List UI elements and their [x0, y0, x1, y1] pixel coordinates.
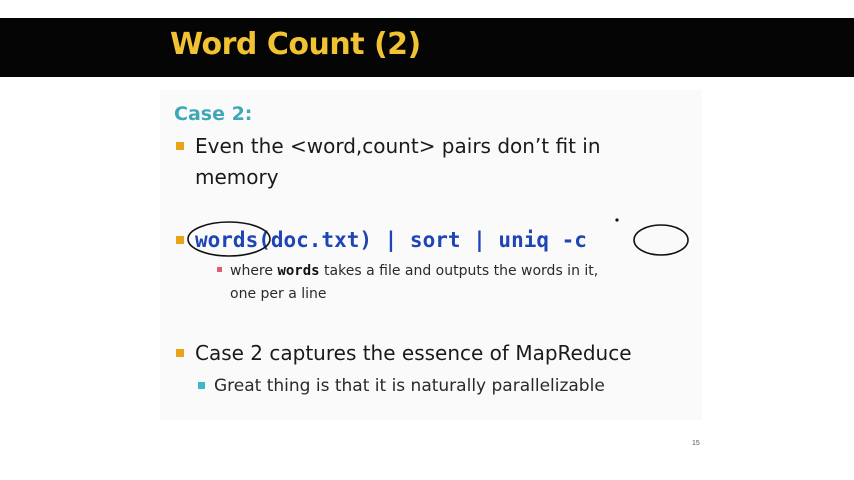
command-line: words(doc.txt) | sort | uniq -c [195, 228, 587, 252]
title-bar [0, 18, 854, 77]
bullet-marker [176, 142, 184, 150]
ink-dot [615, 218, 619, 222]
bullet-text-line2: memory [195, 165, 279, 189]
bullet-marker [176, 236, 184, 244]
code-words: words [277, 263, 320, 279]
sub-bullet-line1: where words takes a file and outputs the… [230, 263, 599, 279]
sub-bullet-marker [217, 267, 222, 272]
slide-content-area [160, 90, 702, 420]
sub-bullet-marker [198, 382, 205, 389]
sub-bullet-parallel: Great thing is that it is naturally para… [214, 376, 605, 396]
page-number: 15 [692, 440, 700, 447]
bullet-mapreduce: Case 2 captures the essence of MapReduce [195, 341, 632, 365]
bullet-text-line1: Even the <word,count> pairs don’t fit in [195, 134, 601, 158]
bullet-marker [176, 349, 184, 357]
circle-around-words [187, 221, 271, 257]
case-heading: Case 2: [174, 103, 253, 125]
circle-around-c-flag [633, 224, 689, 256]
sub-bullet-line2: one per a line [230, 286, 327, 302]
slide-title: Word Count (2) [170, 27, 421, 62]
